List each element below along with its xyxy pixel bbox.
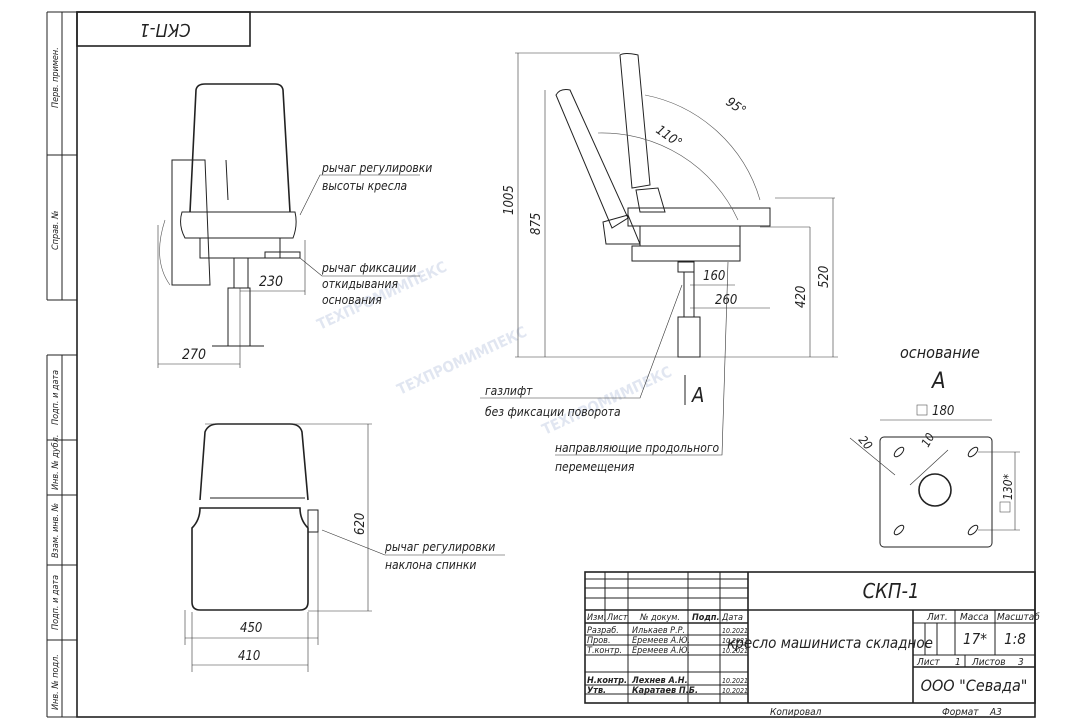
sheet-frame: [46, 11, 1036, 718]
dim-130: 130*: [1001, 473, 1015, 500]
svg-text:Т.контр.: Т.контр.: [587, 646, 622, 656]
dim-10: 10: [918, 430, 937, 449]
svg-text:высоты кресла: высоты кресла: [322, 179, 407, 193]
designation: СКП-1: [863, 579, 920, 603]
dim-270: 270: [182, 347, 206, 363]
svg-text:№ докум.: № докум.: [639, 613, 680, 623]
callout-fold-lever: рычаг фиксации: [321, 261, 416, 275]
svg-text:без фиксации поворота: без фиксации поворота: [485, 405, 621, 419]
view-marker-a: А: [691, 383, 704, 407]
svg-text:Копировал: Копировал: [770, 707, 822, 718]
margin-labels: Перв. примен. Справ. № Подп. и дата Инв.…: [51, 47, 61, 710]
base-marker: А: [930, 369, 946, 394]
svg-text:10.2021: 10.2021: [722, 687, 748, 695]
svg-text:Формат: Формат: [942, 707, 979, 718]
dim-20: 20: [856, 433, 876, 453]
svg-text:10.2021: 10.2021: [722, 677, 748, 685]
dim-450: 450: [240, 621, 262, 636]
dim-180: 180: [932, 404, 954, 419]
top-view: 620 450 410 рычаг регулировки наклона сп…: [184, 423, 505, 672]
svg-text:Листов: Листов: [971, 657, 1006, 668]
stamp-designation: СКП-1: [139, 19, 190, 40]
dim-420: 420: [794, 286, 809, 308]
svg-text:10.2021: 10.2021: [722, 627, 748, 635]
dim-875: 875: [529, 213, 544, 235]
svg-text:Илькаев Р.Р.: Илькаев Р.Р.: [632, 626, 685, 636]
svg-text:ТЕХПРОМИМПЕКС: ТЕХПРОМИМПЕКС: [539, 363, 675, 439]
svg-text:наклона спинки: наклона спинки: [385, 558, 476, 572]
title-block: Изм. Лист № докум. Подп. Дата Разраб. Ил…: [584, 571, 1040, 718]
dim-1005: 1005: [502, 185, 517, 215]
callout-rails: направляющие продольного: [555, 441, 720, 455]
svg-text:Дата: Дата: [721, 613, 743, 623]
svg-text:10.2021: 10.2021: [722, 647, 748, 655]
svg-text:А3: А3: [989, 707, 1002, 718]
svg-text:Каратаев П.Б.: Каратаев П.Б.: [632, 686, 698, 696]
svg-text:Н.контр.: Н.контр.: [587, 676, 627, 686]
svg-text:Масса: Масса: [960, 612, 989, 623]
mass-value: 17*: [963, 630, 987, 648]
scale-value: 1:8: [1004, 630, 1026, 648]
base-view: основание А 180 20 10 130*: [849, 343, 1020, 548]
margin-label: Перв. примен.: [51, 47, 61, 108]
dim-230: 230: [259, 274, 283, 290]
top-stamp: СКП-1: [76, 11, 251, 47]
svg-text:Масштаб: Масштаб: [997, 611, 1040, 623]
svg-text:Пров.: Пров.: [587, 636, 611, 646]
callout-backrest-lever: рычаг регулировки: [384, 540, 495, 554]
svg-text:1: 1: [955, 657, 961, 668]
svg-text:перемещения: перемещения: [555, 460, 635, 474]
margin-label: Подп. и дата: [51, 575, 61, 630]
svg-text:Изм.: Изм.: [587, 613, 606, 623]
margin-label: Инв. № подл.: [51, 654, 61, 710]
callout-gaslift: газлифт: [485, 384, 533, 398]
base-title: основание: [900, 343, 980, 362]
margin-label: Инв. № дубл.: [51, 435, 61, 490]
dim-160: 160: [703, 269, 725, 284]
svg-text:Лист: Лист: [916, 657, 941, 668]
margin-label: Взам. инв. №: [51, 502, 61, 558]
svg-text:3: 3: [1018, 657, 1024, 668]
front-view: 270 230 рычаг регулировки высоты кресла …: [157, 83, 432, 368]
dim-410: 410: [238, 649, 260, 664]
callout-height-lever: рычаг регулировки: [321, 161, 432, 175]
svg-text:Еремеев А.Ю.: Еремеев А.Ю.: [632, 636, 690, 646]
organization: ООО "Севада": [921, 676, 1028, 695]
svg-text:Разраб.: Разраб.: [587, 626, 619, 636]
svg-text:Утв.: Утв.: [587, 686, 606, 696]
angle-110: 110°: [653, 123, 685, 151]
svg-text:Еремеев А.Ю.: Еремеев А.Ю.: [632, 646, 690, 656]
svg-text:10.2021: 10.2021: [722, 637, 748, 645]
dim-260: 260: [715, 293, 737, 308]
svg-text:основания: основания: [322, 293, 382, 307]
margin-label: Справ. №: [51, 210, 61, 250]
svg-text:откидывания: откидывания: [322, 277, 398, 291]
svg-text:Лехнев А.Н.: Лехнев А.Н.: [631, 676, 688, 686]
product-name: кресло машиниста складное: [727, 634, 933, 652]
svg-text:Подп.: Подп.: [692, 613, 720, 623]
dim-620: 620: [353, 513, 368, 535]
svg-text:Лист: Лист: [606, 613, 628, 623]
dim-520: 520: [817, 266, 832, 288]
side-view: 110° 95° 1005 875 420 520 160 260 А газл…: [480, 52, 838, 474]
margin-label: Подп. и дата: [51, 370, 61, 425]
angle-95: 95°: [723, 95, 749, 119]
svg-text:Лит.: Лит.: [926, 612, 948, 623]
